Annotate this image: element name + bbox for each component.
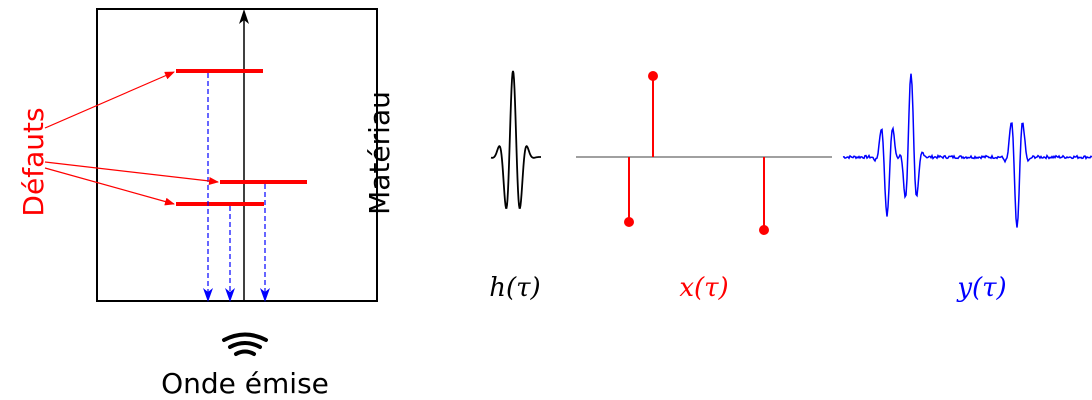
echo-arrowhead-1 [203,288,213,302]
echo-arrowhead-2 [225,288,235,302]
defect-pointer-2 [44,161,219,185]
material-label: Matériau [363,91,396,215]
x-stem-dot-2 [648,71,658,81]
x-label: x(τ) [679,273,728,303]
wave-label: Onde émise [161,367,329,400]
x-stem-dot-1 [624,217,634,227]
material-frame [96,8,378,302]
material-block [96,8,378,302]
h-wavelet [490,70,541,209]
defect-pointers [44,71,219,206]
defect-pointer-3 [44,167,175,206]
wave-emitter-icon [222,332,268,356]
axis-arrow-icon [239,9,249,24]
y-signal [842,73,1092,228]
echo-arrowhead-3 [260,288,270,302]
defects-label: Défauts [17,107,50,216]
defect-pointer-1 [44,71,175,129]
x-stem-dot-3 [759,225,769,235]
h-label: h(τ) [489,273,540,303]
y-label: y(τ) [956,273,1006,303]
x-stem-plot [576,71,832,235]
